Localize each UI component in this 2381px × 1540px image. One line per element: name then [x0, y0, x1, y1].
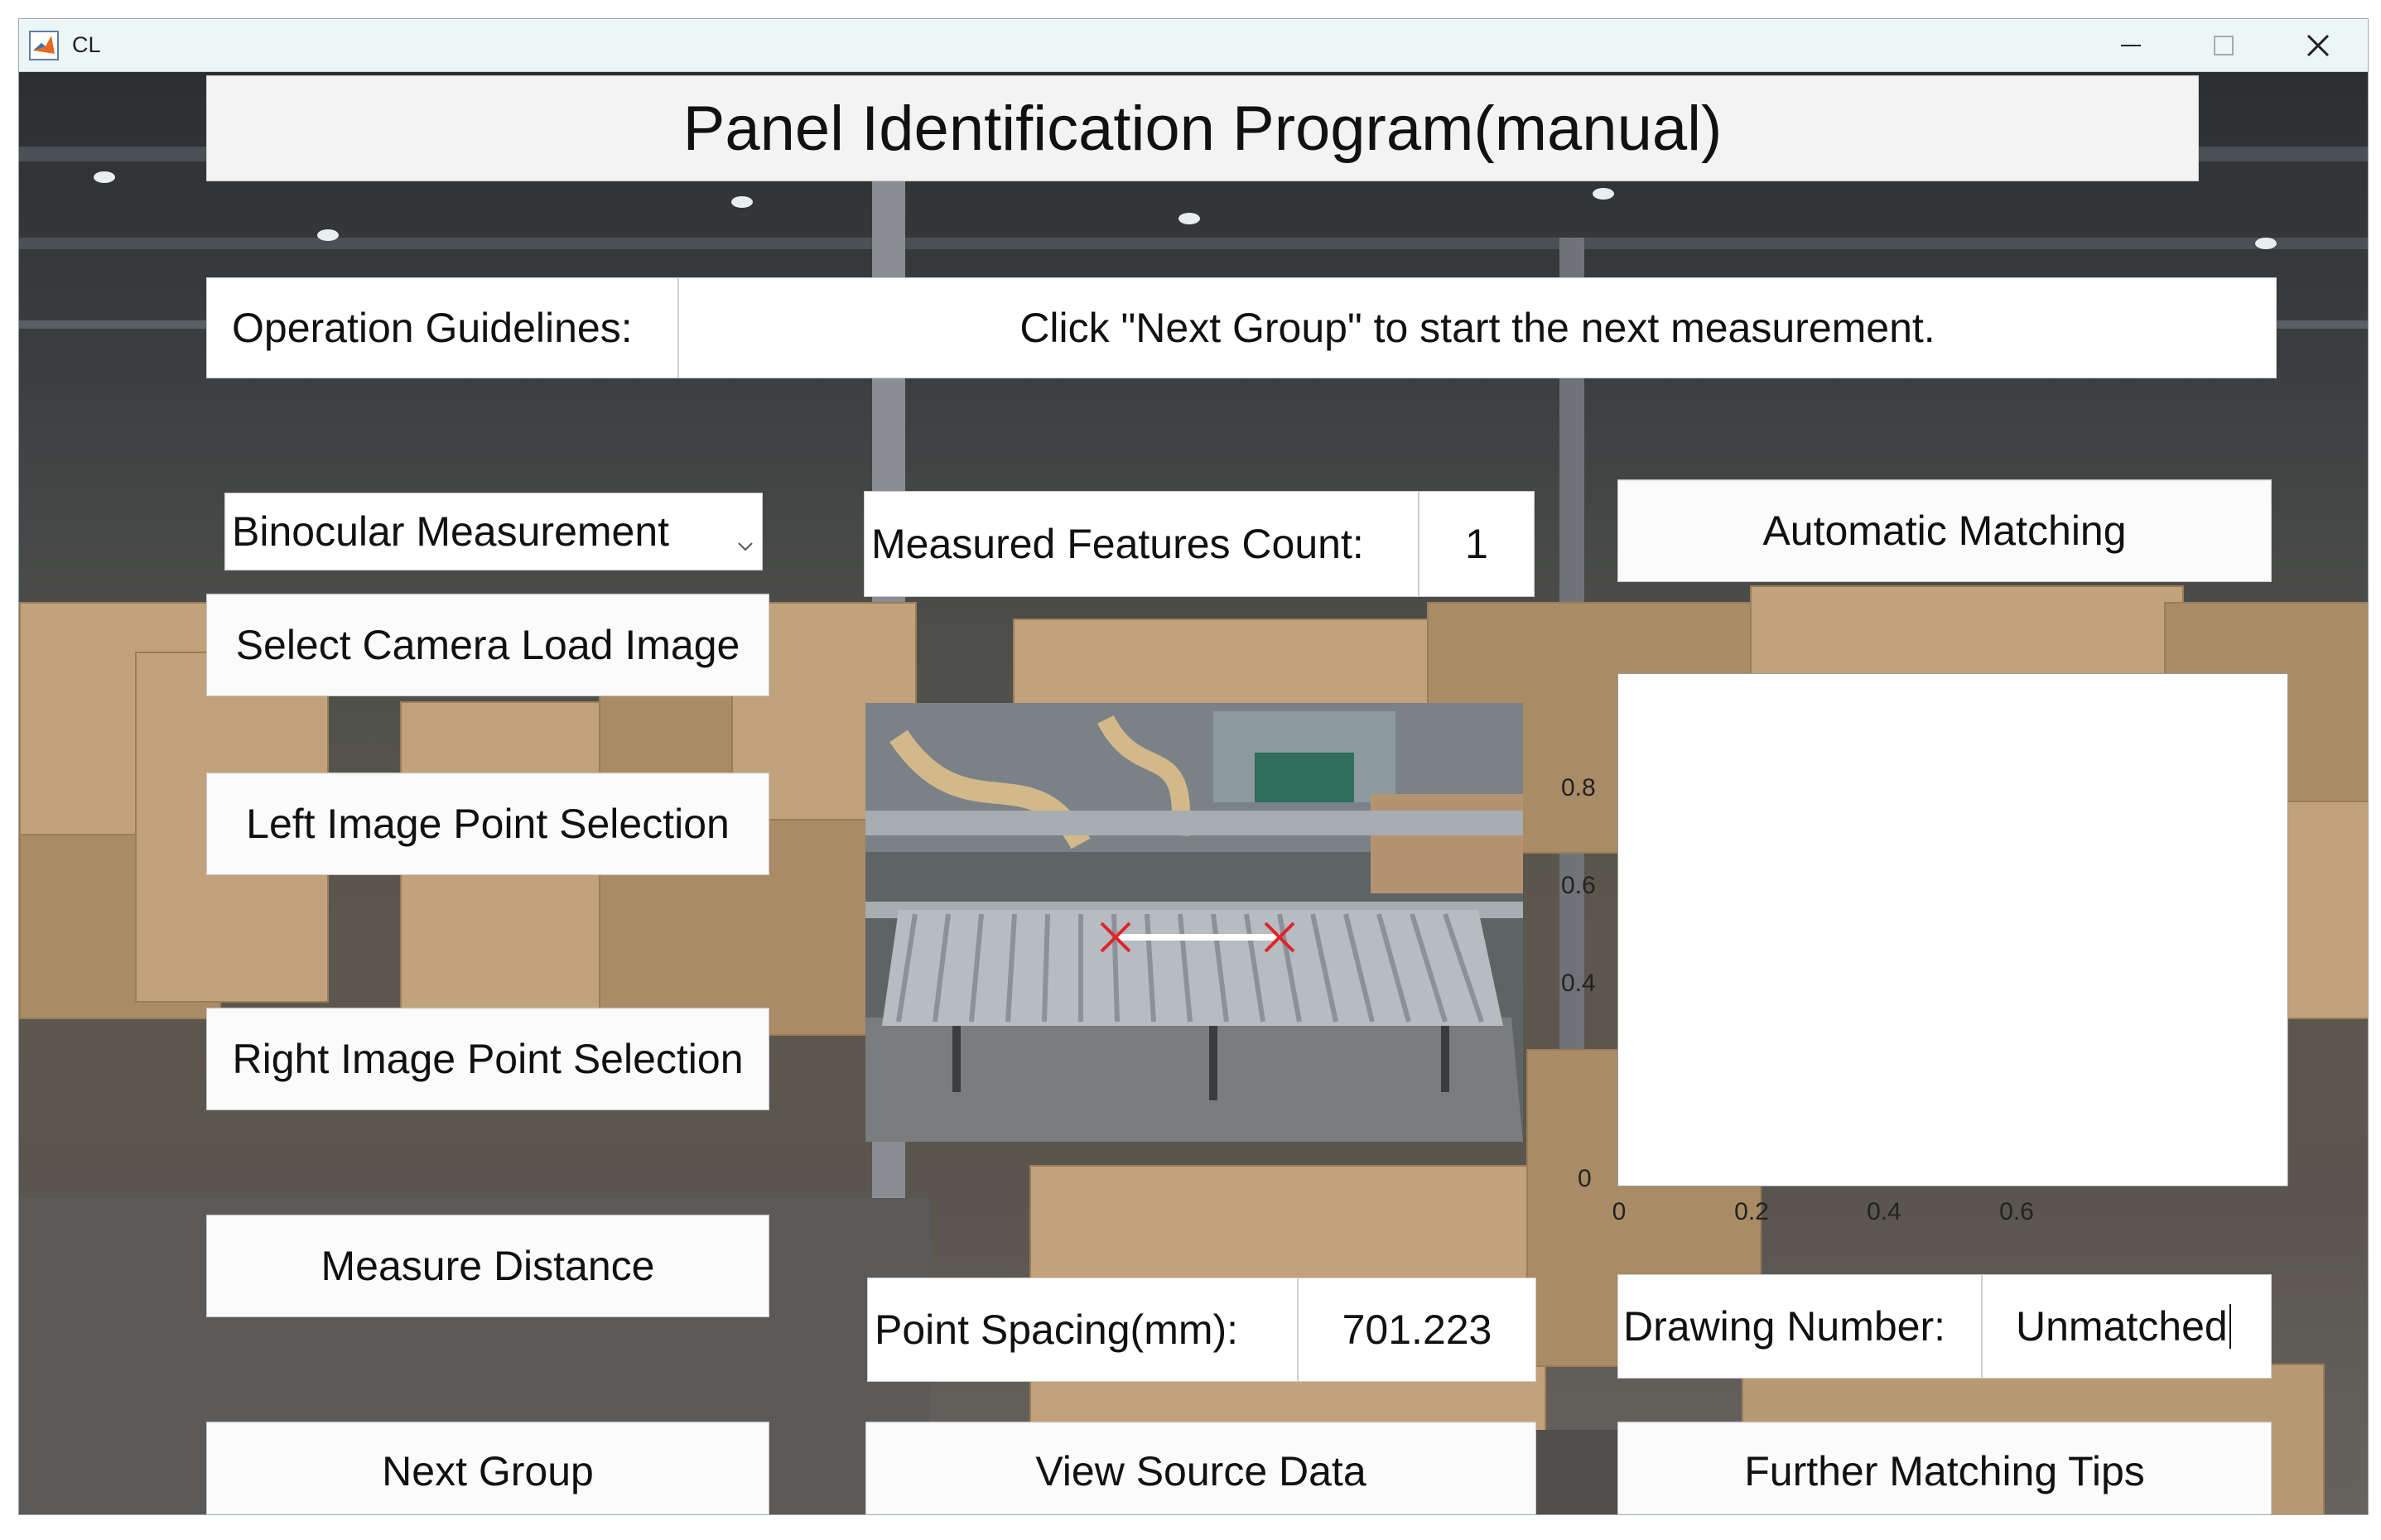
- x-tick-label: 0: [1612, 1198, 1627, 1225]
- mode-dropdown[interactable]: Binocular Measurement: [224, 493, 763, 570]
- maximize-icon[interactable]: [2177, 19, 2270, 72]
- app-window: CL: [18, 18, 2369, 1515]
- drawing-number-label: Drawing Number:: [1617, 1274, 1982, 1379]
- further-matching-tips-button[interactable]: Further Matching Tips: [1617, 1422, 2272, 1514]
- point-spacing-value: 701.223: [1298, 1278, 1536, 1382]
- automatic-matching-button[interactable]: Automatic Matching: [1617, 479, 2272, 582]
- minimize-icon[interactable]: [2085, 19, 2177, 72]
- right-point-selection-button[interactable]: Right Image Point Selection: [206, 1008, 769, 1110]
- guidelines-message: Click "Next Group" to start the next mea…: [678, 277, 2277, 378]
- x-tick-label: 0.6: [1999, 1198, 2034, 1225]
- measure-distance-button[interactable]: Measure Distance: [206, 1215, 769, 1317]
- chevron-down-icon: [735, 518, 755, 566]
- drawing-number-value: Unmatched: [2016, 1303, 2228, 1350]
- y-tick-label: 0.8: [1561, 774, 1596, 801]
- next-group-button[interactable]: Next Group: [206, 1422, 769, 1514]
- x-tick-label: 0.4: [1867, 1198, 1901, 1225]
- y-tick-label: 0.4: [1561, 970, 1596, 997]
- camera-image-view[interactable]: [865, 703, 1523, 1142]
- features-count-label: Measured Features Count:: [864, 491, 1419, 597]
- left-point-selection-button[interactable]: Left Image Point Selection: [206, 772, 769, 875]
- point-spacing-label: Point Spacing(mm):: [867, 1278, 1298, 1382]
- window-title: CL: [72, 32, 101, 57]
- conveyor-image: [865, 703, 1523, 1142]
- title-bar: CL: [19, 19, 2368, 72]
- guidelines-label: Operation Guidelines:: [206, 277, 678, 378]
- matlab-logo-icon: [27, 29, 60, 62]
- features-count-value: 1: [1419, 491, 1535, 597]
- y-tick-label: 0.6: [1561, 872, 1596, 899]
- x-tick-label: 0.2: [1734, 1198, 1769, 1225]
- plot-axes[interactable]: [1617, 673, 2288, 1186]
- close-icon[interactable]: [2272, 19, 2364, 72]
- text-cursor: [2229, 1304, 2231, 1349]
- view-source-data-button[interactable]: View Source Data: [865, 1422, 1536, 1514]
- y-tick-label: 0: [1578, 1165, 1592, 1192]
- mode-dropdown-value: Binocular Measurement: [232, 508, 670, 555]
- marker-x-icon: [1100, 922, 1295, 953]
- drawing-number-field[interactable]: Unmatched: [1982, 1274, 2272, 1379]
- select-camera-button[interactable]: Select Camera Load Image: [206, 594, 769, 696]
- page-title: Panel Identification Program(manual): [206, 75, 2199, 181]
